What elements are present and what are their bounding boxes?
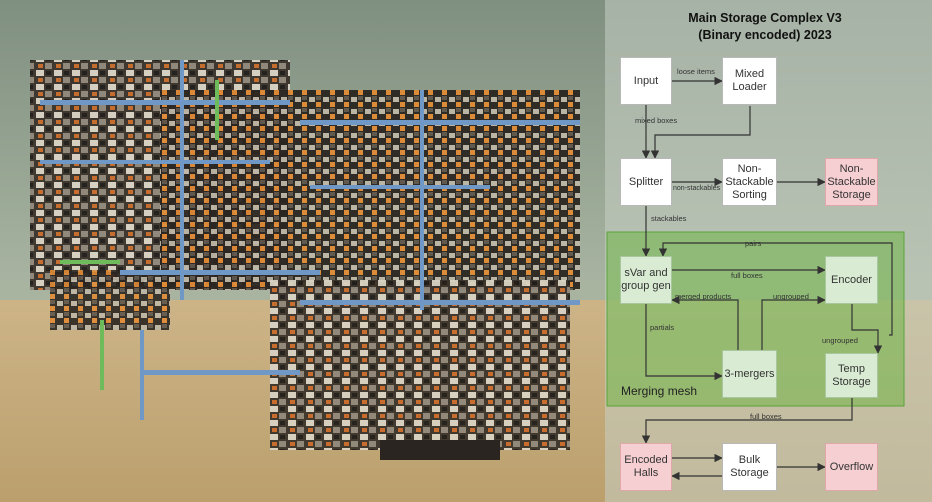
- title-line-2: (Binary encoded) 2023: [698, 28, 832, 42]
- edge-label-ungrouped-2: ungrouped: [822, 336, 858, 345]
- edge-label-merged-products: merged products: [675, 292, 732, 301]
- machine-illustration: [30, 60, 580, 460]
- edge-label-full-boxes: full boxes: [731, 271, 763, 280]
- edge-label-ungrouped: ungrouped: [773, 292, 809, 301]
- diagram-edges: [641, 76, 893, 481]
- merging-mesh-label: Merging mesh: [621, 384, 698, 398]
- edge-label-pairs: pairs: [745, 239, 762, 248]
- edge-label-partials: partials: [650, 323, 675, 332]
- edge-label-loose-items: loose items: [677, 67, 715, 76]
- node-input: Input: [620, 57, 672, 105]
- node-overflow: Overflow: [825, 443, 878, 491]
- diagram-title: Main Storage Complex V3 (Binary encoded)…: [640, 10, 890, 44]
- node-bulk-storage: Bulk Storage: [722, 443, 777, 491]
- node-mixed-loader: Mixed Loader: [722, 57, 777, 105]
- edge-label-non-stackables: non-stackables: [673, 185, 721, 192]
- node-temp-storage: Temp Storage: [825, 353, 878, 398]
- node-non-stackable-sorting: Non-Stackable Sorting: [722, 158, 777, 206]
- edge-label-mixed-boxes: mixed boxes: [635, 116, 678, 125]
- node-svar-group-gen: sVar and group gen: [620, 256, 672, 304]
- node-encoded-halls: Encoded Halls: [620, 443, 672, 491]
- edge-label-stackables: stackables: [651, 214, 687, 223]
- edge-label-full-boxes-2: full boxes: [750, 412, 782, 421]
- node-encoder: Encoder: [825, 256, 878, 304]
- node-three-mergers: 3-mergers: [722, 350, 777, 398]
- title-line-1: Main Storage Complex V3: [688, 11, 842, 25]
- node-non-stackable-storage: Non-Stackable Storage: [825, 158, 878, 206]
- node-splitter: Splitter: [620, 158, 672, 206]
